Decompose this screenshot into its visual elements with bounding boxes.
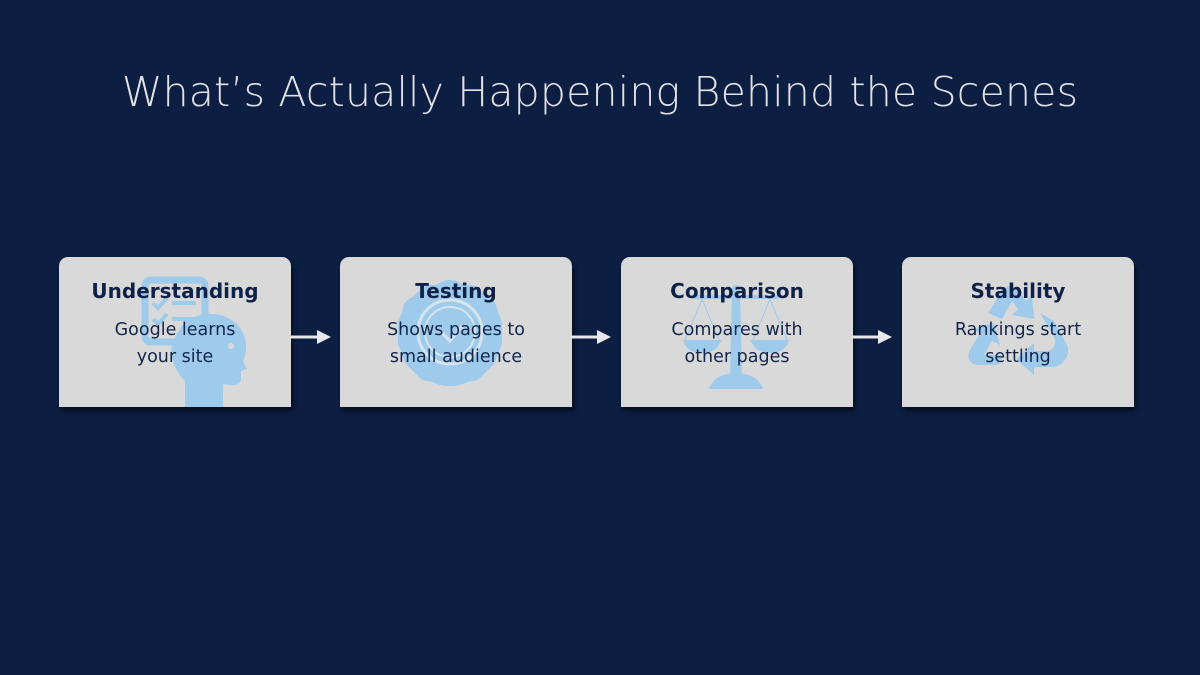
step-heading: Testing <box>415 279 497 303</box>
step-description: Shows pages to small audience <box>387 320 525 367</box>
step-heading: Stability <box>970 279 1066 303</box>
step-card-stability: Stability Rankings start settling <box>902 257 1134 407</box>
step-description: Rankings start settling <box>954 320 1082 367</box>
balance-scale-icon <box>683 285 789 389</box>
step-card-understanding: Understanding Google learns your site <box>59 257 291 407</box>
head-with-checklist-icon <box>141 276 247 407</box>
step-card-comparison: Comparison Compares with other pages <box>621 257 853 407</box>
step-heading: Understanding <box>91 279 259 303</box>
step-description: Compares with other pages <box>671 320 803 367</box>
step-description: Google learns your site <box>114 320 236 367</box>
arrow-right-icon <box>852 330 892 344</box>
recycle-arrows-icon <box>968 286 1069 375</box>
slide-title: What’s Actually Happening Behind the Sce… <box>121 68 1079 116</box>
step-card-testing: Testing Shows pages to small audience <box>340 257 572 407</box>
step-heading: Comparison <box>670 279 804 303</box>
badge-seal-icon <box>397 280 503 387</box>
arrow-right-icon <box>571 330 611 344</box>
arrow-right-icon <box>291 330 331 344</box>
